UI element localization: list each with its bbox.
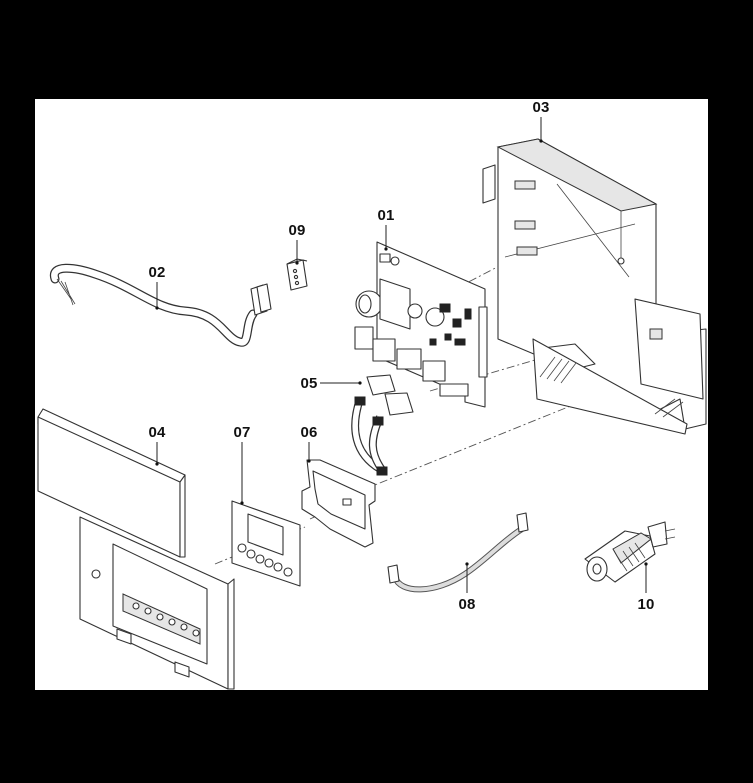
part-08-ribbon-cable[interactable] (387, 512, 529, 593)
callout-01: 01 (377, 207, 395, 224)
callout-03: 03 (532, 99, 550, 116)
part-04-front-cover-panel[interactable] (37, 408, 235, 690)
housing-vent-slots (539, 356, 684, 418)
plug-grip-ribs (616, 542, 646, 572)
part-03-electronics-housing[interactable] (482, 138, 707, 435)
part-10-mains-plug[interactable] (584, 521, 676, 583)
part-07-display-board[interactable] (231, 500, 301, 587)
diagram-drawing (37, 117, 707, 690)
callout-10: 10 (637, 596, 655, 613)
board-ic-chips (429, 303, 472, 346)
cover-button-row (132, 602, 200, 637)
callout-06: 06 (300, 424, 318, 441)
callout-05: 05 (300, 375, 318, 392)
part-02-wiring-harness[interactable] (49, 263, 272, 347)
display-board-buttons (237, 543, 293, 577)
exploded-parts-diagram: 03 01 02 09 05 04 07 06 08 10 (35, 99, 708, 690)
callout-02: 02 (148, 264, 166, 281)
part-06-board-mounting-bracket[interactable] (301, 459, 376, 548)
callout-leader-lines (155, 117, 648, 593)
callout-09: 09 (288, 222, 306, 239)
part-01-control-circuit-board[interactable] (354, 241, 488, 408)
callout-07: 07 (233, 424, 251, 441)
part-05-connector-cable-set[interactable] (351, 374, 414, 476)
callout-08: 08 (458, 596, 476, 613)
callout-04: 04 (148, 424, 166, 441)
